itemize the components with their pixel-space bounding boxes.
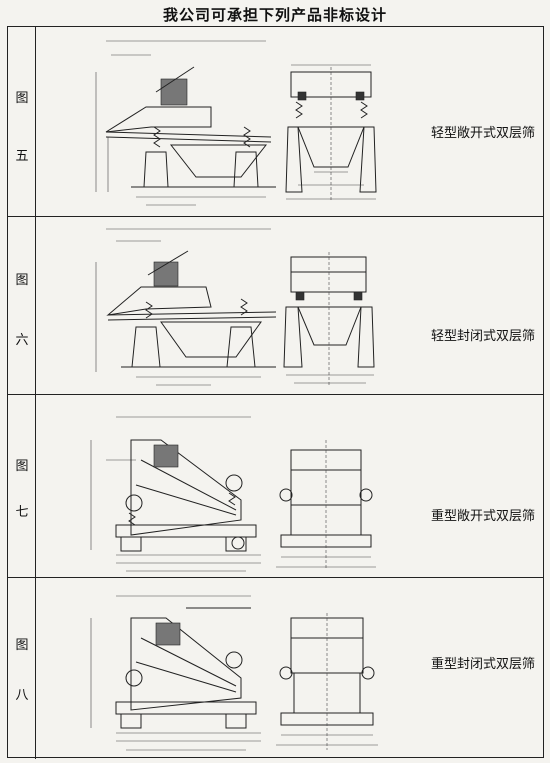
product-description: 轻型封闭式双层筛 [430,329,535,344]
figure-label-char: 图 [15,91,29,106]
screen-drawing-light-open [95,40,377,206]
technical-drawing [36,27,423,216]
page-title: 我公司可承担下列产品非标设计 [162,6,387,24]
figure-label-char: 六 [15,333,29,348]
technical-drawing [36,395,423,577]
screen-drawing-heavy-open [90,416,376,572]
product-table: 图 五 [7,26,544,759]
screen-drawing-heavy-closed [90,595,378,751]
product-description: 重型封闭式双层筛 [430,657,535,672]
product-description: 重型敞开式双层筛 [430,509,535,524]
product-description: 轻型敞开式双层筛 [430,126,535,141]
figure-label-char: 图 [15,638,29,653]
figure-label-char: 八 [15,688,29,703]
figure-label-char: 七 [15,505,29,520]
technical-drawing [36,578,423,759]
figure-label-cell: 图 七 [8,395,36,577]
figure-label-cell: 图 八 [8,578,36,759]
figure-label-char: 图 [15,459,29,474]
table-row: 图 八 [8,578,543,759]
technical-drawing [36,217,423,394]
table-row: 图 六 [8,217,543,395]
table-row: 图 七 [8,395,543,578]
table-row: 图 五 [8,27,543,217]
figure-label-char: 图 [15,273,29,288]
figure-label-cell: 图 五 [8,27,36,216]
figure-label-cell: 图 六 [8,217,36,394]
screen-drawing-light-closed [95,228,375,387]
figure-label-char: 五 [15,149,29,164]
